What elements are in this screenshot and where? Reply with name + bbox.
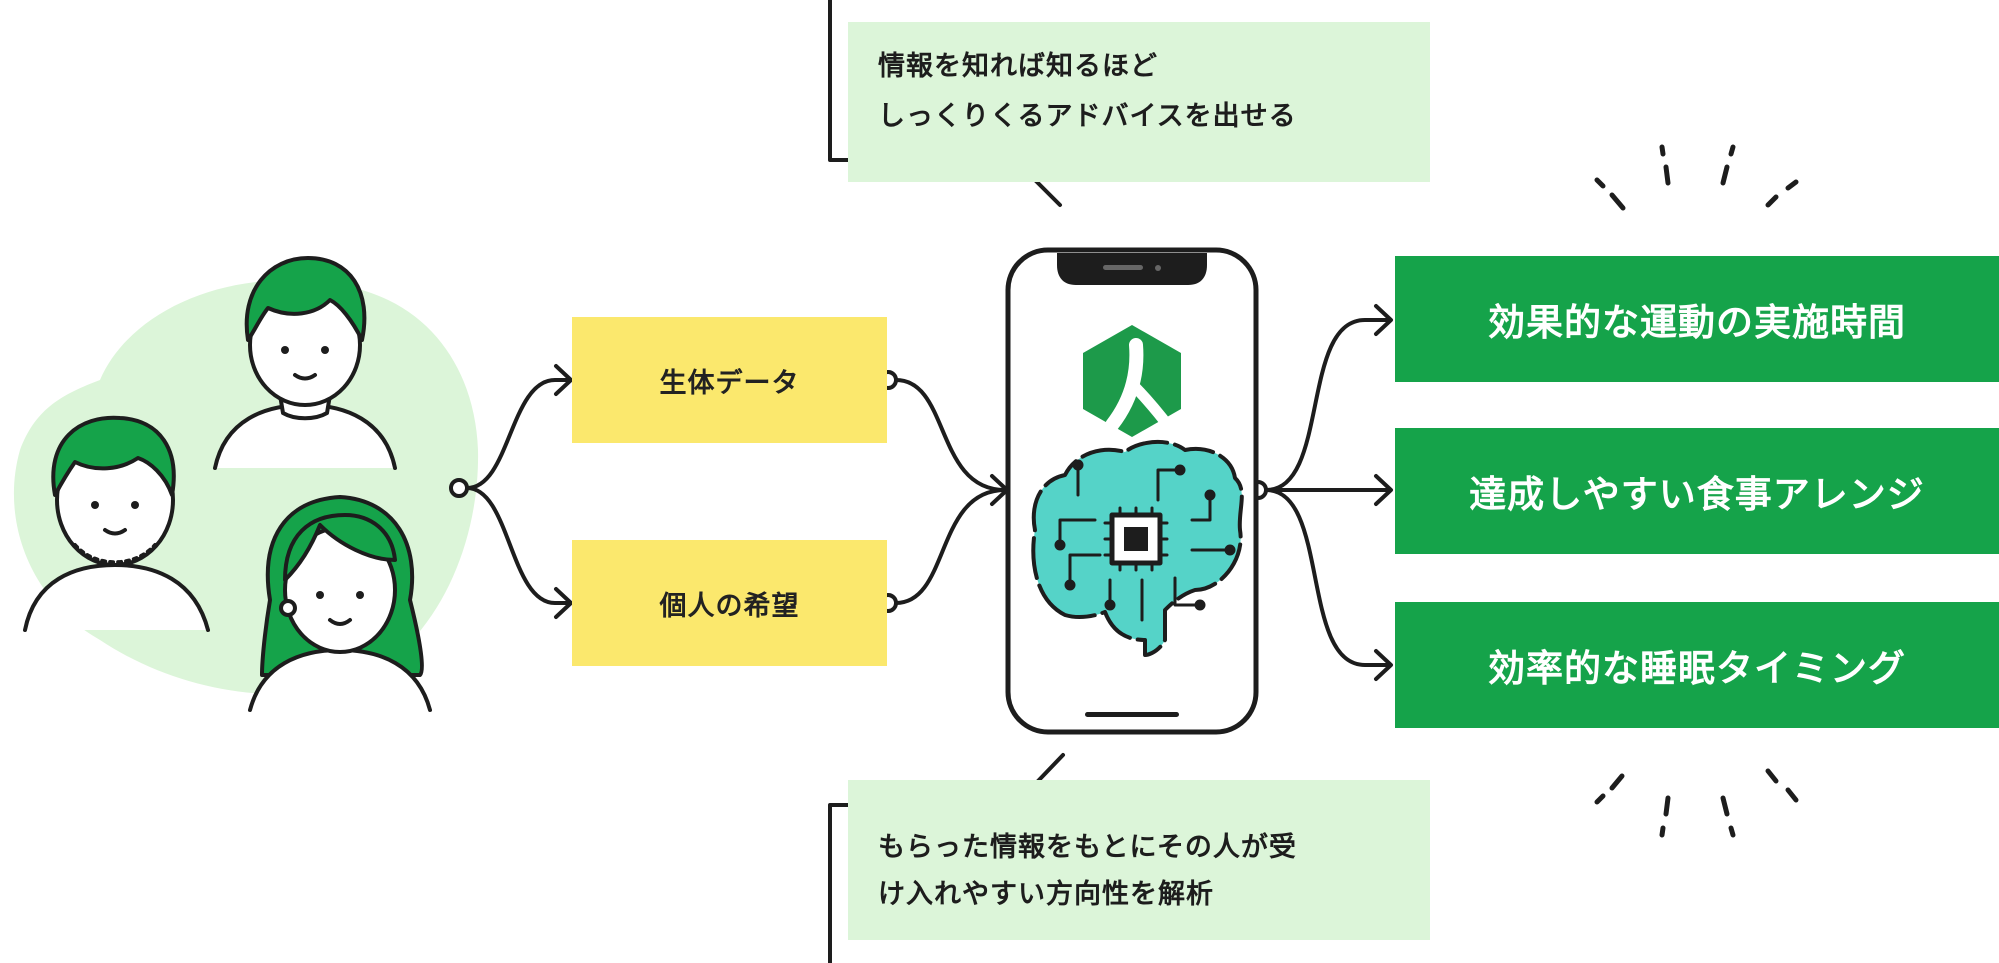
- person-top-icon: [213, 256, 397, 470]
- input-label: 個人の希望: [659, 590, 800, 622]
- input-label: 生体データ: [659, 367, 800, 399]
- arrow-head-icon: [554, 364, 573, 396]
- callout-top-line-2: しっくりくるアドバイスを出せる: [878, 101, 1297, 132]
- person-woman-icon: [248, 495, 432, 712]
- output-label: 効率的な睡眠タイミング: [1488, 647, 1906, 690]
- sparkle-burst-icon: [1594, 768, 1799, 838]
- input-box-biometric-data: 生体データ: [572, 317, 887, 443]
- output-label: 達成しやすい食事アレンジ: [1469, 473, 1925, 516]
- arrow-head-icon: [1374, 474, 1393, 506]
- input-box-personal-wishes: 個人の希望: [572, 540, 887, 666]
- arrow-head-icon: [1374, 304, 1393, 336]
- output-connector: [1248, 304, 1393, 681]
- sparkle-burst-icon: [1594, 144, 1799, 211]
- output-label: 効果的な運動の実施時間: [1488, 301, 1906, 344]
- callout-bottom-line-2: け入れやすい方向性を解析: [878, 879, 1214, 910]
- callout-top: 情報を知れば知るほど しっくりくるアドバイスを出せる: [848, 22, 1430, 182]
- app-logo-icon: [1083, 325, 1181, 437]
- callout-bottom-line-1: もらった情報をもとにその人が受: [878, 832, 1297, 863]
- merge-connector: [878, 370, 1009, 613]
- output-box-meal-arrangement: 達成しやすい食事アレンジ: [1395, 428, 1999, 554]
- ai-brain-chip-icon: [1031, 439, 1244, 657]
- output-box-sleep-timing: 効率的な睡眠タイミング: [1395, 602, 1999, 728]
- person-left-icon: [23, 415, 210, 632]
- arrow-head-icon: [554, 587, 573, 619]
- arrow-head-icon: [1374, 649, 1393, 681]
- callout-top-line-1: 情報を知れば知るほど: [878, 51, 1158, 82]
- output-box-exercise-timing: 効果的な運動の実施時間: [1395, 256, 1999, 382]
- input-connector: [449, 364, 573, 619]
- callout-bottom: もらった情報をもとにその人が受 け入れやすい方向性を解析: [848, 780, 1430, 940]
- people-group-icon: [23, 256, 432, 712]
